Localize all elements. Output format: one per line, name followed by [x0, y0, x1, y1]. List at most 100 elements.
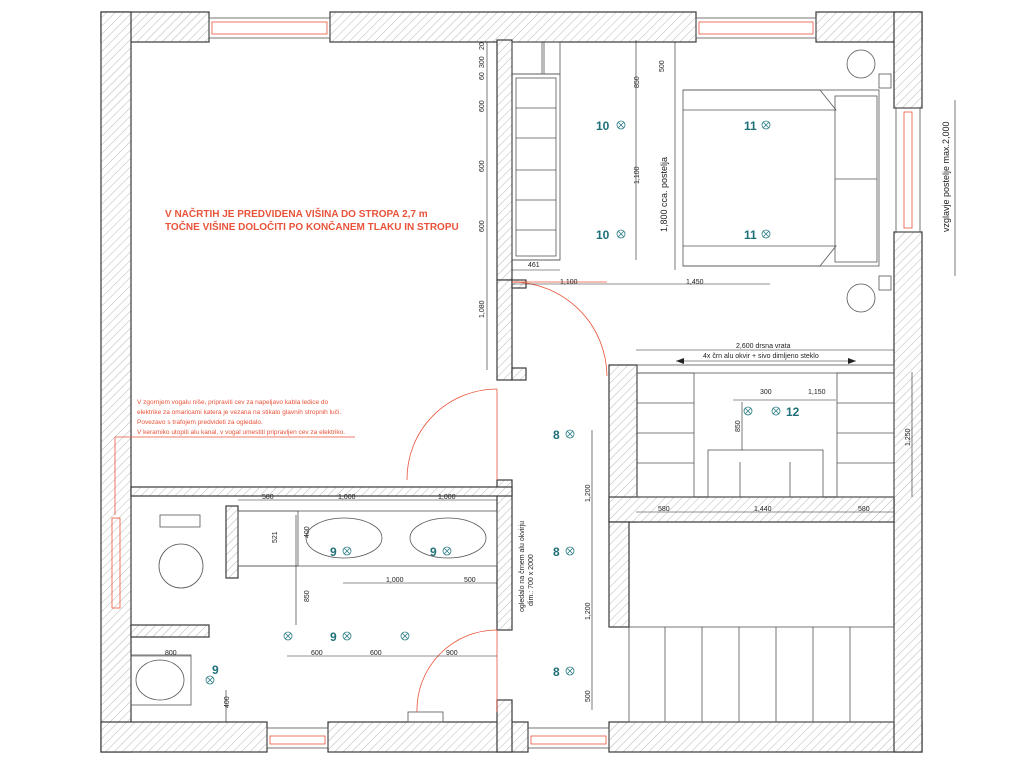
- wall-right-top: [893, 11, 923, 109]
- outer-walls: [100, 11, 923, 753]
- svg-text:521: 521: [272, 531, 279, 543]
- lamp-11b: [761, 229, 771, 239]
- svg-text:850: 850: [735, 420, 742, 432]
- wall-bigroom-bottom: [130, 486, 513, 497]
- wardrobe-bedroom: [511, 41, 561, 261]
- bed-label: 1,800 cca. postelja: [659, 157, 669, 232]
- svg-text:1,450: 1,450: [686, 279, 704, 286]
- wall-bath-mid: [130, 624, 210, 638]
- svg-text:461: 461: [528, 262, 540, 269]
- lamp-9c: [283, 631, 293, 641]
- wall-bedroom-left: [496, 39, 513, 281]
- fixture-label-9c: 9: [330, 630, 337, 644]
- svg-text:500: 500: [659, 60, 666, 72]
- fixture-label-8b: 8: [553, 545, 560, 559]
- svg-text:600: 600: [370, 650, 382, 657]
- fixture-label-9a: 9: [330, 545, 337, 559]
- closet-shelves: [636, 372, 895, 498]
- svg-text:600: 600: [479, 160, 486, 172]
- sliding-door-label2: 4x črn alu okvir + sivo dimljeno steklo: [703, 353, 819, 360]
- window-top-right: [695, 17, 817, 39]
- window-top-left: [208, 17, 331, 39]
- window-right-frame: [903, 111, 913, 229]
- wall-corridor-left-low: [496, 699, 513, 753]
- lamp-8b: [565, 546, 575, 556]
- sliding-door-label1: 2,600 drsna vrata: [736, 343, 791, 350]
- svg-text:1,000: 1,000: [438, 494, 456, 501]
- interior-walls: [130, 39, 895, 753]
- svg-text:60: 60: [479, 72, 486, 80]
- mirror-label2: dim.: 700 x 2000: [528, 554, 535, 606]
- fixture-label-9d: 9: [212, 663, 219, 677]
- niche-note-line4: V keramiko utopiti alu kanal, v vogal um…: [137, 429, 345, 436]
- lamp-10a: [616, 120, 626, 130]
- lamp-9e: [400, 631, 410, 641]
- niche-note-line2: elektrike za omaricami katera je vezana …: [137, 409, 341, 416]
- svg-text:400: 400: [304, 526, 311, 538]
- wall-top-mid: [329, 11, 697, 43]
- svg-text:500: 500: [585, 690, 592, 702]
- svg-text:300: 300: [760, 389, 772, 396]
- wall-closet-bottom: [608, 496, 895, 523]
- svg-text:1,000: 1,000: [386, 577, 404, 584]
- window-right: [895, 107, 921, 233]
- fixture-label-10b: 10: [596, 228, 610, 242]
- lamp-8a: [565, 429, 575, 439]
- svg-text:1,080: 1,080: [479, 300, 486, 318]
- svg-text:580: 580: [658, 506, 670, 513]
- lamp-9b: [442, 546, 452, 556]
- lamp-8c: [565, 666, 575, 676]
- svg-text:400: 400: [224, 696, 231, 708]
- window-bottom-left-frame: [269, 735, 326, 745]
- svg-text:1,200: 1,200: [585, 602, 592, 620]
- svg-text:800: 800: [165, 650, 177, 657]
- svg-text:20: 20: [479, 42, 486, 50]
- svg-text:900: 900: [446, 650, 458, 657]
- svg-text:1,440: 1,440: [754, 506, 772, 513]
- svg-text:1,200: 1,200: [585, 484, 592, 502]
- svg-text:1,150: 1,150: [808, 389, 826, 396]
- window-bottom-mid: [527, 727, 610, 749]
- wall-bath-niche: [225, 505, 239, 579]
- fixture-label-11b: 11: [744, 228, 757, 242]
- wall-corridor-left-mid: [496, 479, 513, 631]
- wall-bottom-left: [100, 721, 268, 753]
- lamp-10b: [616, 229, 626, 239]
- ceiling-note-line2: TOČNE VIŠINE DOLOČITI PO KONČANEM TLAKU …: [165, 220, 459, 233]
- svg-text:1,100: 1,100: [634, 166, 641, 184]
- niche-note-line3: Povezavo s trafojem predvideti za ogleda…: [137, 419, 263, 426]
- wall-right-bottom: [893, 231, 923, 753]
- lamp-9f: [205, 675, 215, 685]
- bed: [682, 49, 892, 313]
- fixture-label-11a: 11: [744, 119, 757, 133]
- window-top-right-frame: [698, 21, 814, 35]
- fixture-label-10a: 10: [596, 119, 610, 133]
- lamp-12a: [743, 406, 753, 416]
- dimension-lines: [131, 40, 956, 722]
- headboard-label: vzglavje postelje max.2,000: [941, 121, 951, 232]
- bathroom-fixtures: [111, 510, 498, 723]
- niche-note-line1: V zgornjem vogalu niše, pripraviti cev z…: [137, 399, 329, 406]
- svg-text:580: 580: [858, 506, 870, 513]
- staircase: [628, 626, 895, 723]
- sliding-door: [636, 349, 895, 374]
- lamp-11a: [761, 120, 771, 130]
- fixture-label-8c: 8: [553, 665, 560, 679]
- svg-text:1,250: 1,250: [905, 428, 912, 446]
- wall-bottom-right: [608, 721, 923, 753]
- window-bottom-mid-frame: [530, 735, 607, 745]
- fixture-label-8a: 8: [553, 428, 560, 442]
- lamp-9d: [342, 631, 352, 641]
- fixture-label-9b: 9: [430, 545, 437, 559]
- svg-text:1,100: 1,100: [560, 279, 578, 286]
- svg-text:600: 600: [479, 220, 486, 232]
- mirror-label1: ogledalo na črnem alu okvirju: [519, 521, 526, 612]
- svg-text:300: 300: [479, 56, 486, 68]
- ceiling-note-line1: V NAČRTIH JE PREDVIDENA VIŠINA DO STROPA…: [165, 207, 428, 220]
- svg-text:850: 850: [634, 76, 641, 88]
- wall-left: [100, 11, 132, 753]
- lamp-9a: [342, 546, 352, 556]
- fixture-label-12: 12: [786, 405, 800, 419]
- window-bottom-left: [266, 727, 329, 749]
